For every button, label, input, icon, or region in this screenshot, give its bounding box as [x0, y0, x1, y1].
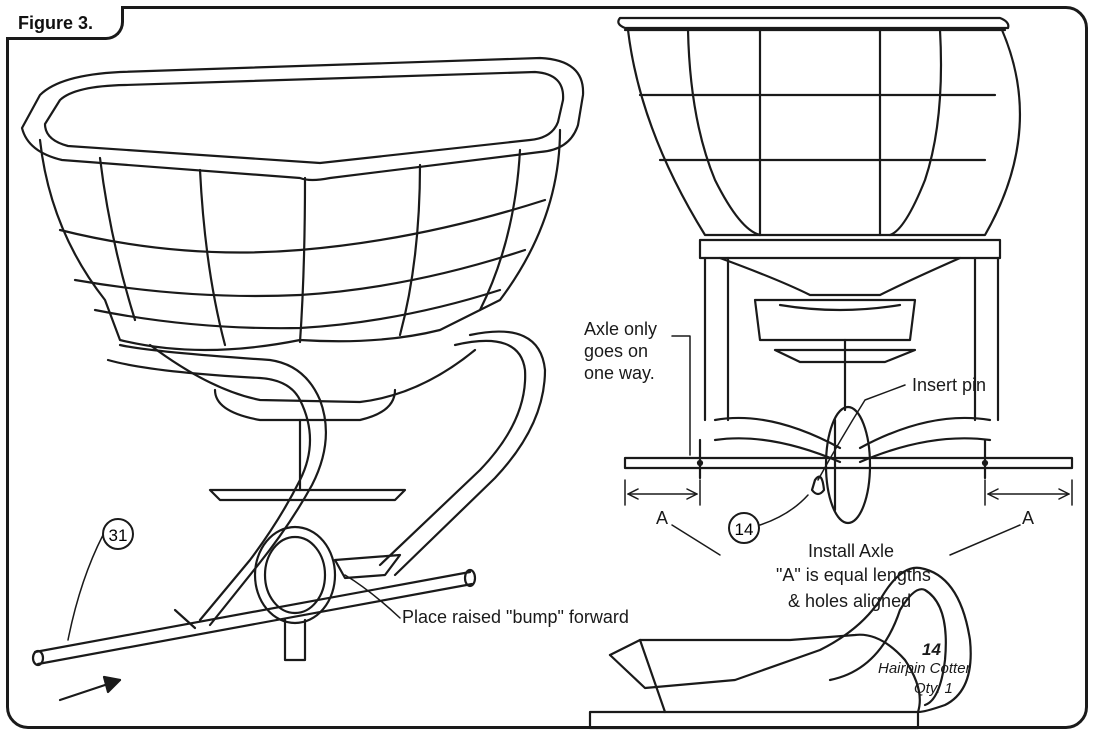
dimension-a-left-label: A — [656, 508, 669, 528]
insert-pin-label: Insert pin — [912, 375, 987, 395]
dimension-a-right-label: A — [1022, 508, 1035, 528]
dimension-a-right — [984, 479, 1073, 506]
callout-31-leader — [67, 534, 104, 641]
hairpin-cotter-drawing — [588, 566, 972, 730]
detail-part-number: 14 — [922, 640, 941, 659]
axle-note-line2: goes on — [584, 341, 649, 361]
figure-label: Figure 3. — [18, 13, 94, 33]
install-line1: Install Axle — [808, 541, 895, 561]
figure-tab — [6, 6, 124, 40]
callout-14-leader — [759, 494, 809, 526]
insert-direction-arrow — [58, 675, 122, 702]
insert-pin-leader — [817, 384, 906, 481]
callout-14: 14 — [728, 512, 760, 544]
figure-frame — [6, 6, 1088, 729]
bump-note-leader — [344, 574, 401, 619]
left-hopper-drawing — [20, 56, 585, 667]
axle-note-line1: Axle only — [584, 319, 658, 339]
install-line2: "A" is equal lengths — [776, 565, 931, 585]
axle-note-line3: one way. — [584, 363, 655, 383]
callout-31: 31 — [102, 518, 134, 550]
axle-note-leader — [671, 335, 691, 456]
bump-note: Place raised "bump" forward — [402, 607, 629, 627]
detail-quantity: Qty. 1 — [914, 680, 953, 697]
dimension-a-left — [624, 479, 701, 506]
install-leader-right — [949, 524, 1021, 556]
install-leader-left — [671, 524, 721, 556]
right-hopper-drawing — [617, 16, 1074, 525]
detail-part-name: Hairpin Cotter — [878, 660, 971, 677]
install-line3: & holes aligned — [788, 591, 912, 611]
